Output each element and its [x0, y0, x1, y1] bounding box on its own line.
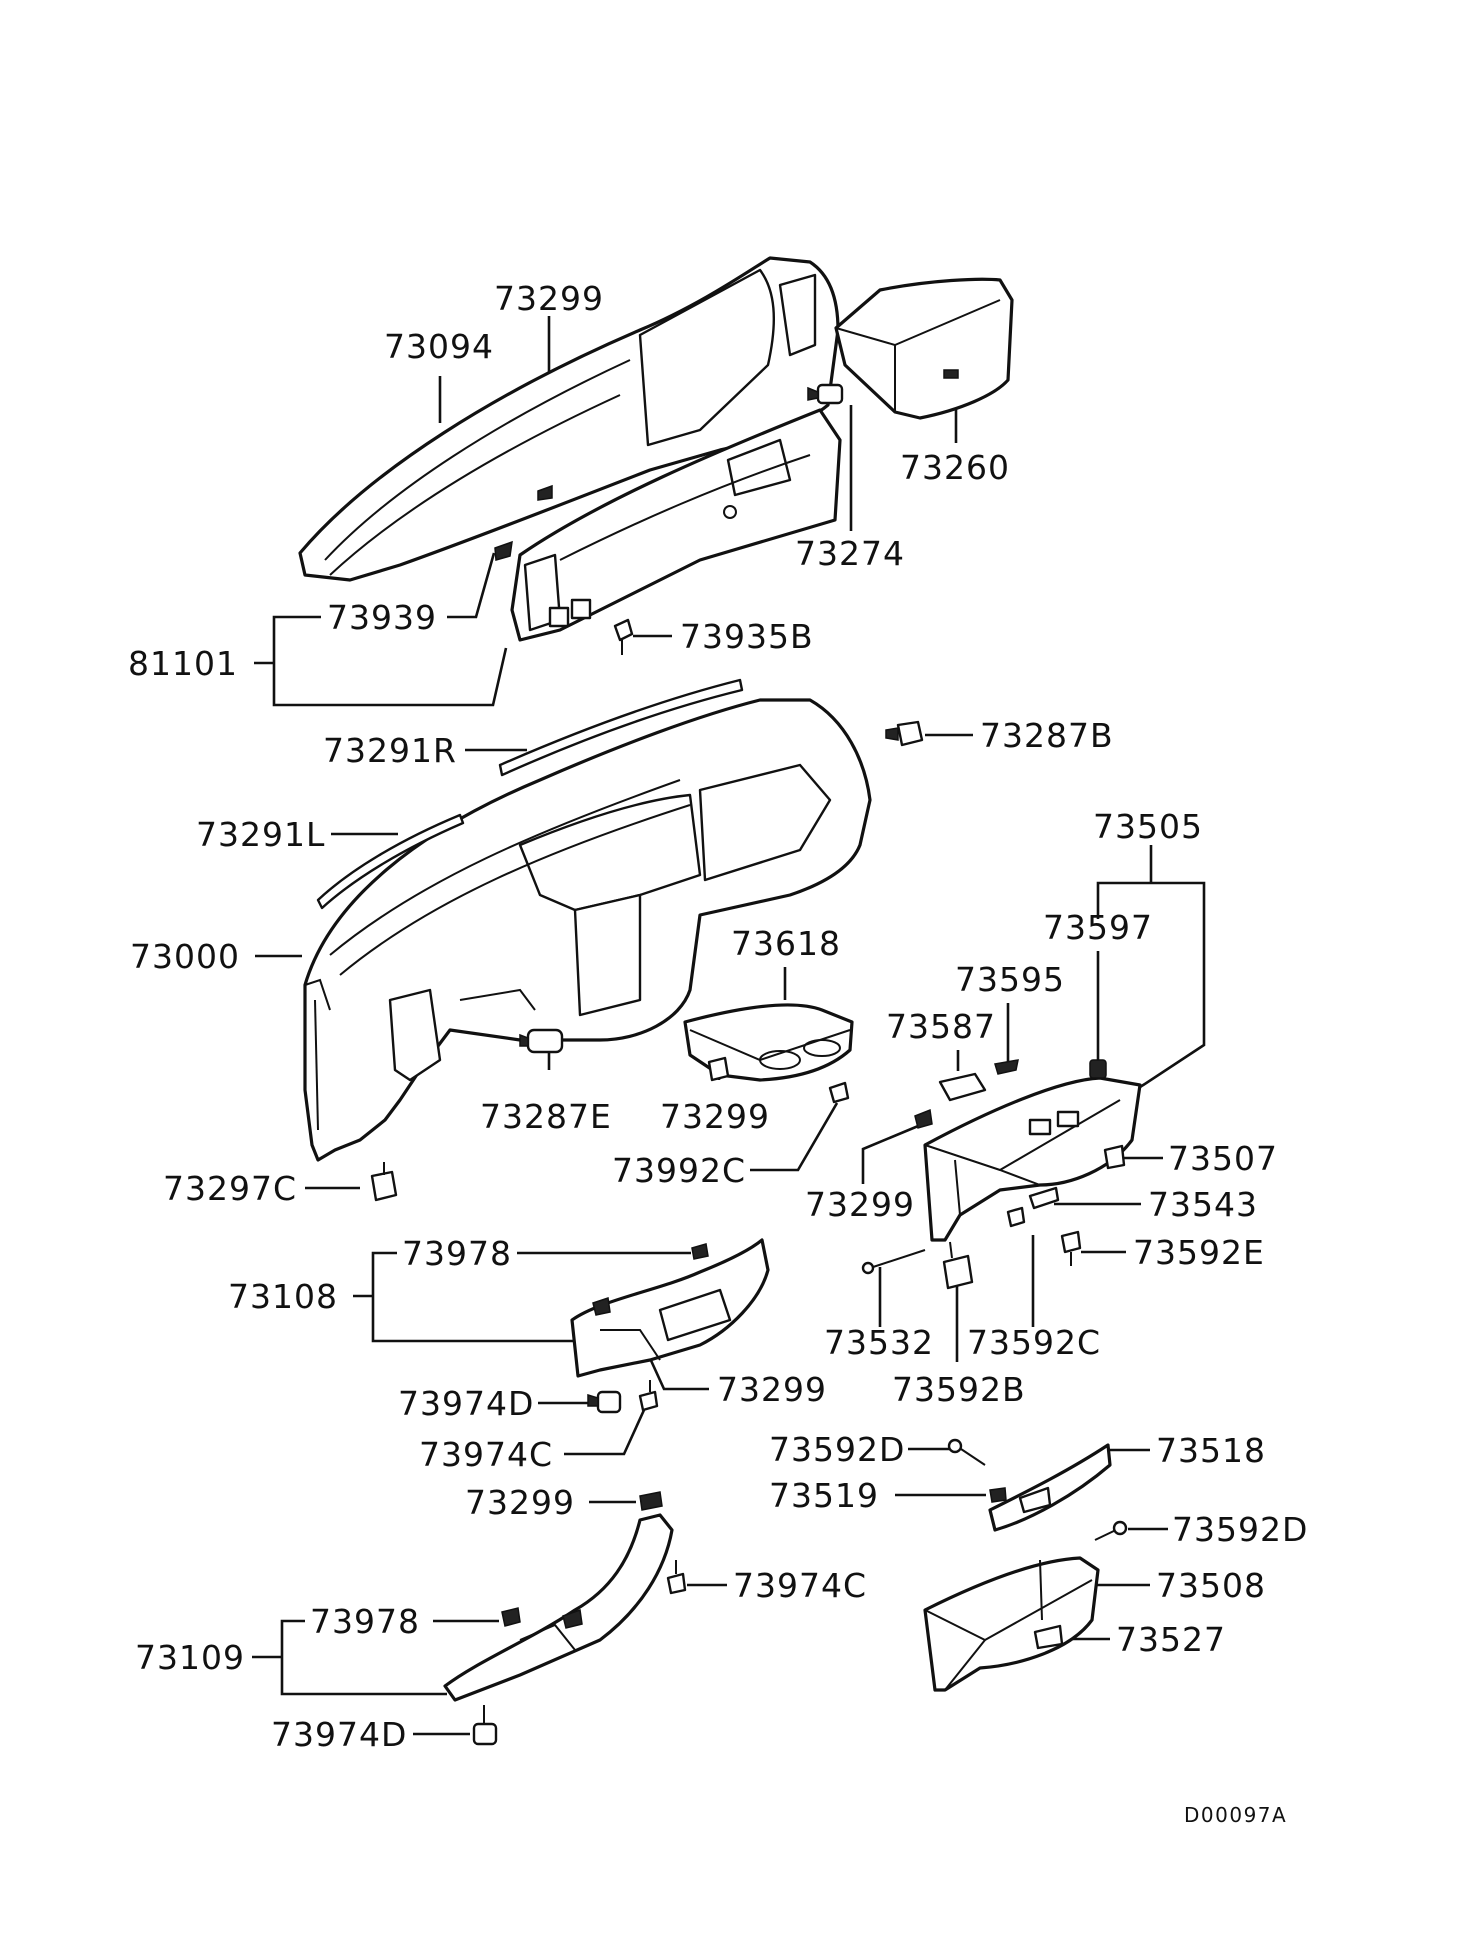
upper-box-shape [834, 277, 1014, 420]
defroster-strips-shape [316, 678, 744, 910]
screw-73974c-upper-shape [638, 1380, 659, 1412]
callout-label: 73935B [680, 617, 814, 656]
lower-panel-73108-shape [570, 1238, 770, 1378]
screw-73297c-shape [370, 1162, 398, 1202]
leader-lines [252, 316, 1206, 1736]
lock-73527-shape [1033, 1624, 1064, 1650]
callout-label: 73992C [612, 1151, 746, 1190]
part-drawings [298, 256, 1142, 1746]
screw-73974d-upper-shape [587, 1390, 622, 1414]
screw-73592d-lower-shape [1094, 1520, 1128, 1541]
drawing-code: D00097A [1184, 1803, 1287, 1827]
clip-73597-shape [1089, 1059, 1107, 1079]
callout-label: 73592B [892, 1370, 1026, 1409]
callout-label: 73532 [824, 1323, 934, 1362]
clip-73274-shape [807, 383, 844, 405]
latch-73518-shape [988, 1443, 1112, 1532]
bumper-73507-shape [1103, 1144, 1126, 1170]
callout-label: 73974C [419, 1435, 553, 1474]
callout-label: 73291L [196, 815, 325, 854]
callout-label: 73592D [769, 1430, 905, 1469]
clip-73287e-shape [519, 1028, 564, 1054]
callout-label: 73978 [402, 1234, 512, 1273]
callout-label: 73260 [900, 448, 1010, 487]
callout-label: 73618 [731, 924, 841, 963]
callout-label: 73518 [1156, 1431, 1266, 1470]
screw-73592c-shape [1006, 1206, 1026, 1228]
clip-73595-shape [994, 1059, 1019, 1075]
tray-73618-shape [683, 1003, 854, 1082]
callout-label: 73299 [805, 1185, 915, 1224]
callout-label: 73592C [967, 1323, 1101, 1362]
callout-label: 73527 [1116, 1620, 1226, 1659]
screw-73935b-shape [613, 618, 634, 655]
callout-label: 73274 [795, 534, 905, 573]
callout-label: 73519 [769, 1476, 879, 1515]
callout-label: 73592D [1172, 1510, 1308, 1549]
callout-label: 73595 [955, 960, 1065, 999]
clip-73299-lower-shape [639, 1491, 663, 1511]
screw-73974c-lower-shape [666, 1560, 687, 1595]
center-bezel-shape [494, 408, 842, 642]
callout-label: 73543 [1148, 1185, 1258, 1224]
pad-73587-shape [938, 1072, 987, 1102]
callout-label: 73507 [1168, 1139, 1278, 1178]
callout-label: 73974C [733, 1566, 867, 1605]
clip-73299-frame-shape [914, 1108, 933, 1129]
callout-label: 73109 [135, 1638, 245, 1677]
glovebox-73508-shape [923, 1556, 1100, 1692]
callout-label: 73592E [1133, 1233, 1265, 1272]
callout-label: 73299 [717, 1370, 827, 1409]
callout-label: 73505 [1093, 807, 1203, 846]
callout-label: 73974D [271, 1715, 407, 1754]
callout-label: 73299 [465, 1483, 575, 1522]
screw-73974d-lower-shape [472, 1705, 498, 1746]
callout-label: 73978 [310, 1602, 420, 1641]
screw-73592e-shape [1060, 1230, 1082, 1266]
glovebox-frame-shape [923, 1076, 1142, 1242]
callout-label: 73587 [886, 1007, 996, 1046]
callout-label: 73297C [163, 1169, 297, 1208]
striker-73543-shape [1028, 1186, 1060, 1210]
callout-label: 73287B [980, 716, 1114, 755]
part-labels: 73299 73094 73260 73274 73939 81101 7393… [128, 279, 1308, 1827]
screw-73592d-upper-shape [947, 1438, 986, 1466]
upper-panel-shape [298, 256, 840, 582]
callout-label: 73108 [228, 1277, 338, 1316]
stopper-73592b-shape [942, 1241, 974, 1290]
callout-label: 73287E [480, 1097, 612, 1136]
callout-label: 73299 [660, 1097, 770, 1136]
callout-label: 73974D [398, 1384, 534, 1423]
clip-73287b-shape [885, 720, 924, 747]
lower-panel-73109-shape [443, 1513, 674, 1702]
pin-73532-shape [861, 1249, 926, 1275]
callout-label: 73939 [327, 598, 437, 637]
callout-label: 73291R [323, 731, 457, 770]
callout-label: 81101 [128, 644, 238, 683]
callout-label: 73597 [1043, 908, 1153, 947]
callout-label: 73299 [494, 279, 604, 318]
screw-73992c-shape [828, 1081, 850, 1104]
callout-label: 73094 [384, 327, 494, 366]
callout-label: 73000 [130, 937, 240, 976]
callout-label: 73508 [1156, 1566, 1266, 1605]
